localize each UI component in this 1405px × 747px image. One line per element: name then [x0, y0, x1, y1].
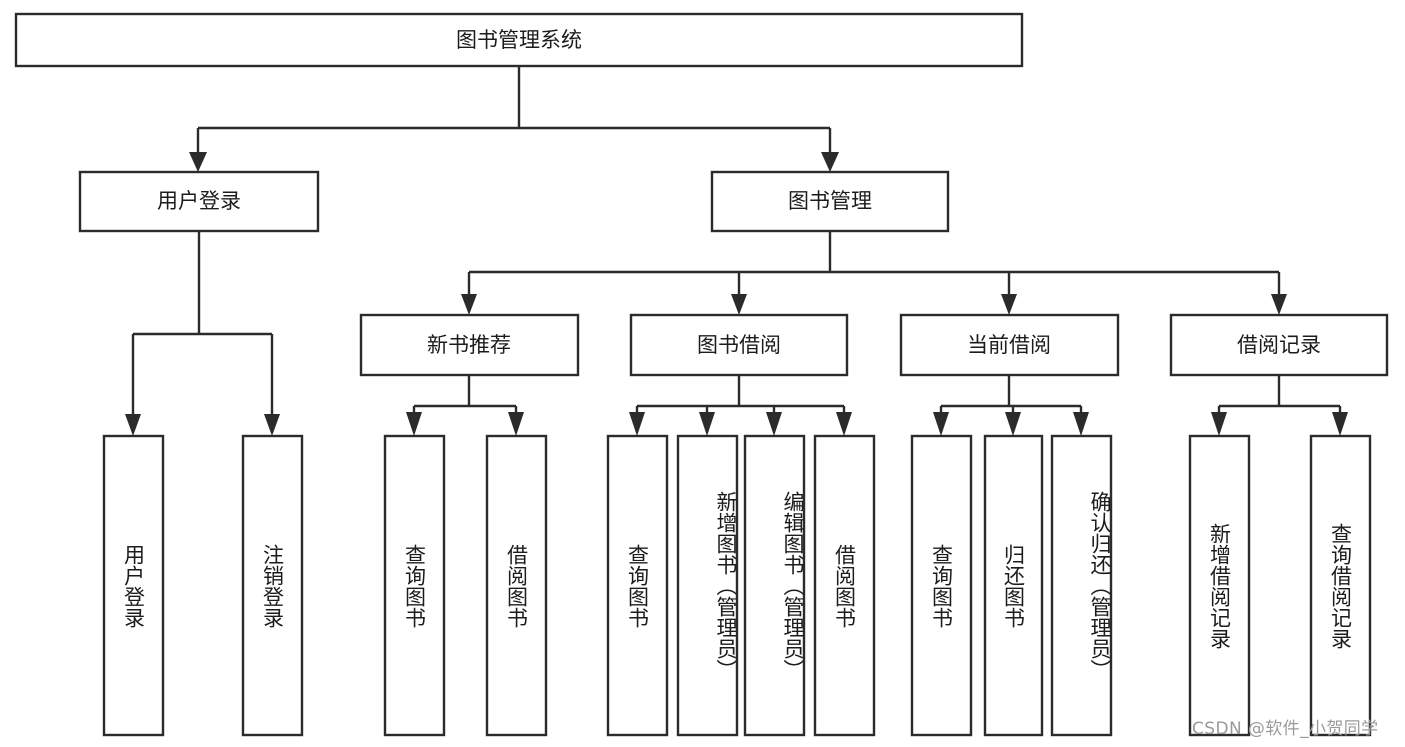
- node-user-login[interactable]: 用户登录: [78, 170, 320, 233]
- node-current-borrow-box[interactable]: [899, 313, 1120, 377]
- connector-group-root-to-level2: [189, 66, 839, 172]
- node-user-login-box[interactable]: [78, 170, 320, 233]
- arrow-head-icon: [836, 412, 852, 436]
- node-book-management[interactable]: 图书管理: [710, 170, 950, 233]
- node-new-book-recommend-box[interactable]: [359, 313, 580, 377]
- leaf-box-edit-book[interactable]: [743, 434, 806, 737]
- arrow-head-icon: [1271, 294, 1287, 315]
- connector-group-records-to-leaves: [1211, 375, 1348, 436]
- arrow-head-icon: [629, 412, 645, 436]
- arrow-head-icon: [1073, 412, 1089, 436]
- leaf-box-query-record[interactable]: [1309, 434, 1372, 737]
- connector-group-bookmgmt-to-level3: [461, 231, 1287, 315]
- node-book-borrow[interactable]: 图书借阅: [629, 313, 849, 377]
- connector-group-newbook-to-leaves: [406, 375, 524, 436]
- node-borrow-records-label: 借阅记录: [1237, 333, 1321, 357]
- leaf-box-return-book[interactable]: [983, 434, 1044, 737]
- node-book-borrow-label: 图书借阅: [697, 333, 781, 357]
- node-book-management-label: 图书管理: [788, 189, 872, 213]
- arrow-head-icon: [1211, 412, 1227, 436]
- arrow-head-icon: [821, 152, 839, 172]
- arrow-head-icon: [1005, 412, 1021, 436]
- leaf-box-add-record[interactable]: [1188, 434, 1251, 737]
- arrow-head-icon: [189, 152, 207, 172]
- leaf-box-user-login[interactable]: [102, 434, 165, 737]
- node-current-borrow-label: 当前借阅: [967, 333, 1051, 357]
- leaf-box-logout[interactable]: [241, 434, 304, 737]
- node-new-book-recommend-label: 新书推荐: [427, 333, 511, 357]
- arrow-head-icon: [461, 294, 477, 315]
- node-current-borrow[interactable]: 当前借阅: [899, 313, 1120, 377]
- arrow-head-icon: [766, 412, 782, 436]
- arrow-head-icon: [406, 412, 422, 436]
- arrow-head-icon: [1001, 294, 1017, 315]
- arrow-head-icon: [508, 412, 524, 436]
- node-root[interactable]: 图书管理系统: [14, 12, 1024, 68]
- leaf-box-query-book-3[interactable]: [910, 434, 973, 737]
- node-book-borrow-box[interactable]: [629, 313, 849, 377]
- arrow-head-icon: [1332, 412, 1348, 436]
- arrow-head-icon: [699, 412, 715, 436]
- leaf-box-confirm-return[interactable]: [1050, 434, 1113, 737]
- arrow-head-icon: [731, 294, 747, 315]
- leaf-box-query-book-2[interactable]: [606, 434, 669, 737]
- node-root-label: 图书管理系统: [456, 28, 582, 52]
- leaf-box-borrow-book-2[interactable]: [813, 434, 876, 737]
- leaf-box-query-book-1[interactable]: [383, 434, 446, 737]
- node-borrow-records[interactable]: 借阅记录: [1169, 313, 1389, 377]
- node-new-book-recommend[interactable]: 新书推荐: [359, 313, 580, 377]
- connector-group-current-to-leaves: [933, 375, 1089, 436]
- connector-group-userlogin-to-leaves: [125, 231, 280, 436]
- node-book-management-box[interactable]: [710, 170, 950, 233]
- node-borrow-records-box[interactable]: [1169, 313, 1389, 377]
- node-user-login-label: 用户登录: [157, 189, 241, 213]
- leaf-box-add-book[interactable]: [676, 434, 739, 737]
- leaf-box-borrow-book-1[interactable]: [485, 434, 548, 737]
- csdn-watermark: CSDN @软件_小贺同学: [1192, 719, 1379, 739]
- arrow-head-icon: [125, 414, 141, 436]
- connector-group-bookborrow-to-leaves: [629, 375, 852, 436]
- node-root-box[interactable]: [14, 12, 1024, 68]
- arrow-head-icon: [933, 412, 949, 436]
- arrow-head-icon: [264, 414, 280, 436]
